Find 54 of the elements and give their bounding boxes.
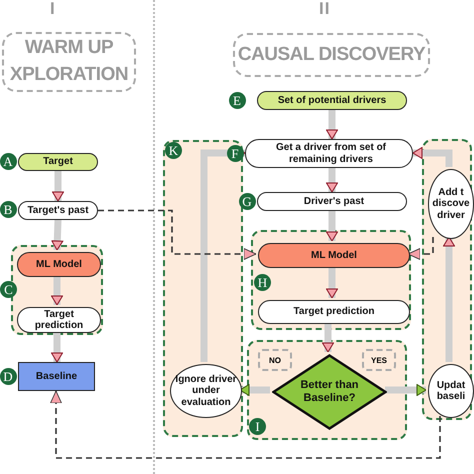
node-label: Add t discove driver bbox=[431, 186, 471, 222]
letter-badge: K bbox=[165, 142, 182, 159]
flow-arrow bbox=[326, 211, 338, 242]
letter-badge: C bbox=[0, 281, 17, 298]
flow-arrow bbox=[326, 266, 338, 298]
node-label: Target's past bbox=[26, 204, 90, 216]
flow-arrow bbox=[200, 147, 246, 362]
group-panel bbox=[251, 230, 411, 330]
letter-badge: A bbox=[0, 152, 16, 170]
node-label: ML Model bbox=[35, 258, 83, 270]
section-numeral: I bbox=[50, 0, 56, 17]
process-pill bbox=[258, 300, 410, 324]
node-label: Target bbox=[42, 156, 74, 168]
flow-arrow bbox=[326, 110, 338, 140]
process-pill bbox=[17, 307, 101, 333]
model-pill bbox=[17, 252, 101, 277]
letter-badge: I bbox=[249, 418, 266, 435]
process-oval bbox=[170, 364, 242, 418]
node-label: Ignore driver under evaluation bbox=[174, 374, 238, 408]
flow-arrow bbox=[385, 384, 426, 396]
section-numeral: II bbox=[319, 0, 330, 17]
section-title-box bbox=[233, 33, 430, 77]
flow-arrow bbox=[52, 171, 64, 202]
flow-arrow bbox=[322, 322, 334, 352]
section-title: CAUSAL DISCOVERY bbox=[236, 42, 426, 67]
dashed-arrow bbox=[50, 390, 441, 459]
group-panel bbox=[163, 140, 243, 437]
letter-badge: D bbox=[0, 368, 16, 384]
node-label: Target prediction bbox=[292, 306, 376, 318]
node-label: ML Model bbox=[310, 250, 358, 262]
answer-tag: YES bbox=[362, 349, 396, 371]
letter-badge: E bbox=[228, 92, 246, 108]
node-label: Better than Baseline? bbox=[299, 379, 360, 405]
node-label: Set of potential drivers bbox=[276, 94, 388, 106]
flow-arrow bbox=[51, 275, 63, 306]
node-label: Driver's past bbox=[302, 196, 366, 208]
node-label: Get a driver from set of remaining drivers bbox=[274, 142, 388, 165]
answer-tag: NO bbox=[258, 349, 292, 371]
node-label: Baseline bbox=[34, 370, 78, 382]
flow-arrow bbox=[443, 236, 455, 362]
process-oval bbox=[428, 364, 474, 418]
dashed-arrow bbox=[98, 210, 256, 260]
letter-badge: H bbox=[254, 274, 271, 291]
flow-arrow bbox=[412, 147, 452, 167]
letter-badge: B bbox=[0, 200, 16, 218]
process-oval bbox=[428, 169, 474, 239]
section-title-box bbox=[2, 32, 136, 92]
section-title: WARM UP XPLORATION bbox=[8, 36, 130, 87]
flow-arrow bbox=[51, 220, 64, 250]
model-pill bbox=[258, 243, 410, 268]
flow-arrow bbox=[326, 168, 338, 192]
node-label: Updat baseli bbox=[436, 380, 466, 402]
node-label: Target prediction bbox=[34, 308, 84, 332]
group-panel bbox=[422, 139, 472, 420]
